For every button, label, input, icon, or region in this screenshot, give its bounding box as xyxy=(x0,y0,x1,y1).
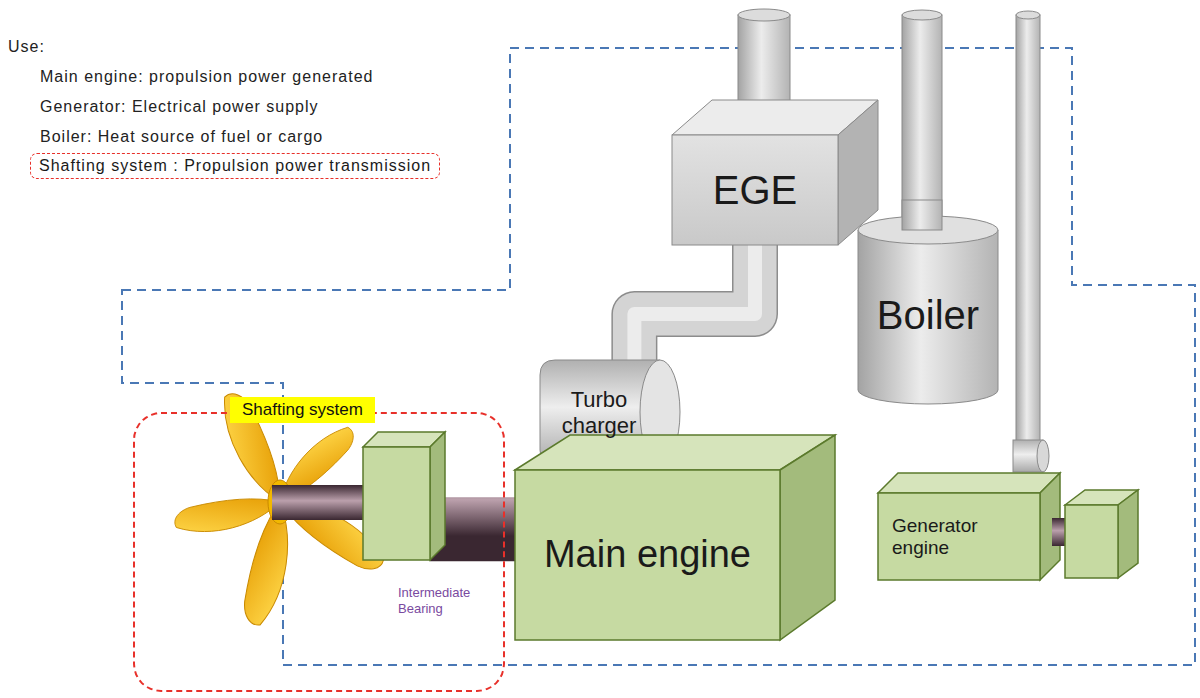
list-item: Boiler: Heat source of fuel or cargo xyxy=(40,128,323,146)
list-item: Generator: Electrical power supply xyxy=(40,98,319,116)
propeller-shaft xyxy=(272,485,372,520)
node-label: Boiler xyxy=(877,292,979,338)
boiler-box: Boiler xyxy=(858,245,998,385)
generator-engine-block xyxy=(878,473,1060,580)
highlight-box: Shafting system : Propulsion power trans… xyxy=(30,153,440,179)
intermediate-bearing-block xyxy=(363,432,445,560)
ege-chimney xyxy=(738,9,790,21)
boiler-drum xyxy=(858,230,998,404)
generator-exhaust-pipe xyxy=(1037,440,1049,472)
ege-box xyxy=(672,135,838,245)
intermediate-bearing-block xyxy=(363,447,430,560)
generator-box xyxy=(1065,490,1138,578)
shafting-region: Shafting systemIntermediate Bearing xyxy=(133,412,505,692)
generator-exhaust-pipe xyxy=(1016,15,1040,445)
node-label: Shafting system : Propulsion power trans… xyxy=(39,157,431,174)
intermediate-bearing-block xyxy=(430,432,445,560)
boiler-chimney xyxy=(902,10,942,20)
node-label: EGE xyxy=(713,167,797,213)
propeller xyxy=(173,493,283,536)
duct-outline xyxy=(634,245,755,370)
node-label: Turbo charger xyxy=(553,387,645,438)
list-item: Main engine: propulsion power generated xyxy=(40,68,373,86)
propeller xyxy=(173,388,390,629)
boiler-chimney xyxy=(902,10,942,240)
ege-box: EGE xyxy=(672,135,838,245)
generator-exhaust-pipe xyxy=(1013,11,1049,472)
main-engine-box: Main engine xyxy=(515,470,780,640)
main-engine-block xyxy=(515,435,835,640)
generator-engine-block xyxy=(878,493,1040,580)
region-heading: Shafting system xyxy=(230,397,375,423)
node-label: Generator engine xyxy=(892,515,1002,559)
main-engine-block xyxy=(515,470,780,640)
bearing-box: Intermediate Bearing xyxy=(363,447,430,560)
boiler-drum xyxy=(858,200,998,404)
ege-box xyxy=(672,100,878,245)
generator-box xyxy=(1065,505,1118,578)
turbocharger-box: Turbo charger xyxy=(540,360,658,465)
boiler-drum xyxy=(902,200,942,230)
ege-chimney xyxy=(738,9,790,115)
propeller-shaft xyxy=(272,485,372,520)
list-heading: Use: xyxy=(8,38,45,56)
generator-engine-block xyxy=(878,473,1060,493)
generator-box xyxy=(1118,490,1138,578)
generator-exhaust-pipe xyxy=(1016,11,1040,19)
duct-body xyxy=(634,245,755,370)
main-engine-block xyxy=(780,435,835,640)
node-label: Main engine xyxy=(544,533,751,577)
boiler-chimney xyxy=(902,15,942,240)
duct-highlight xyxy=(634,245,755,370)
duct-connector xyxy=(634,245,755,370)
part-label: Intermediate Bearing xyxy=(398,585,486,616)
generator-engine-box: Generator engine xyxy=(878,493,1040,580)
